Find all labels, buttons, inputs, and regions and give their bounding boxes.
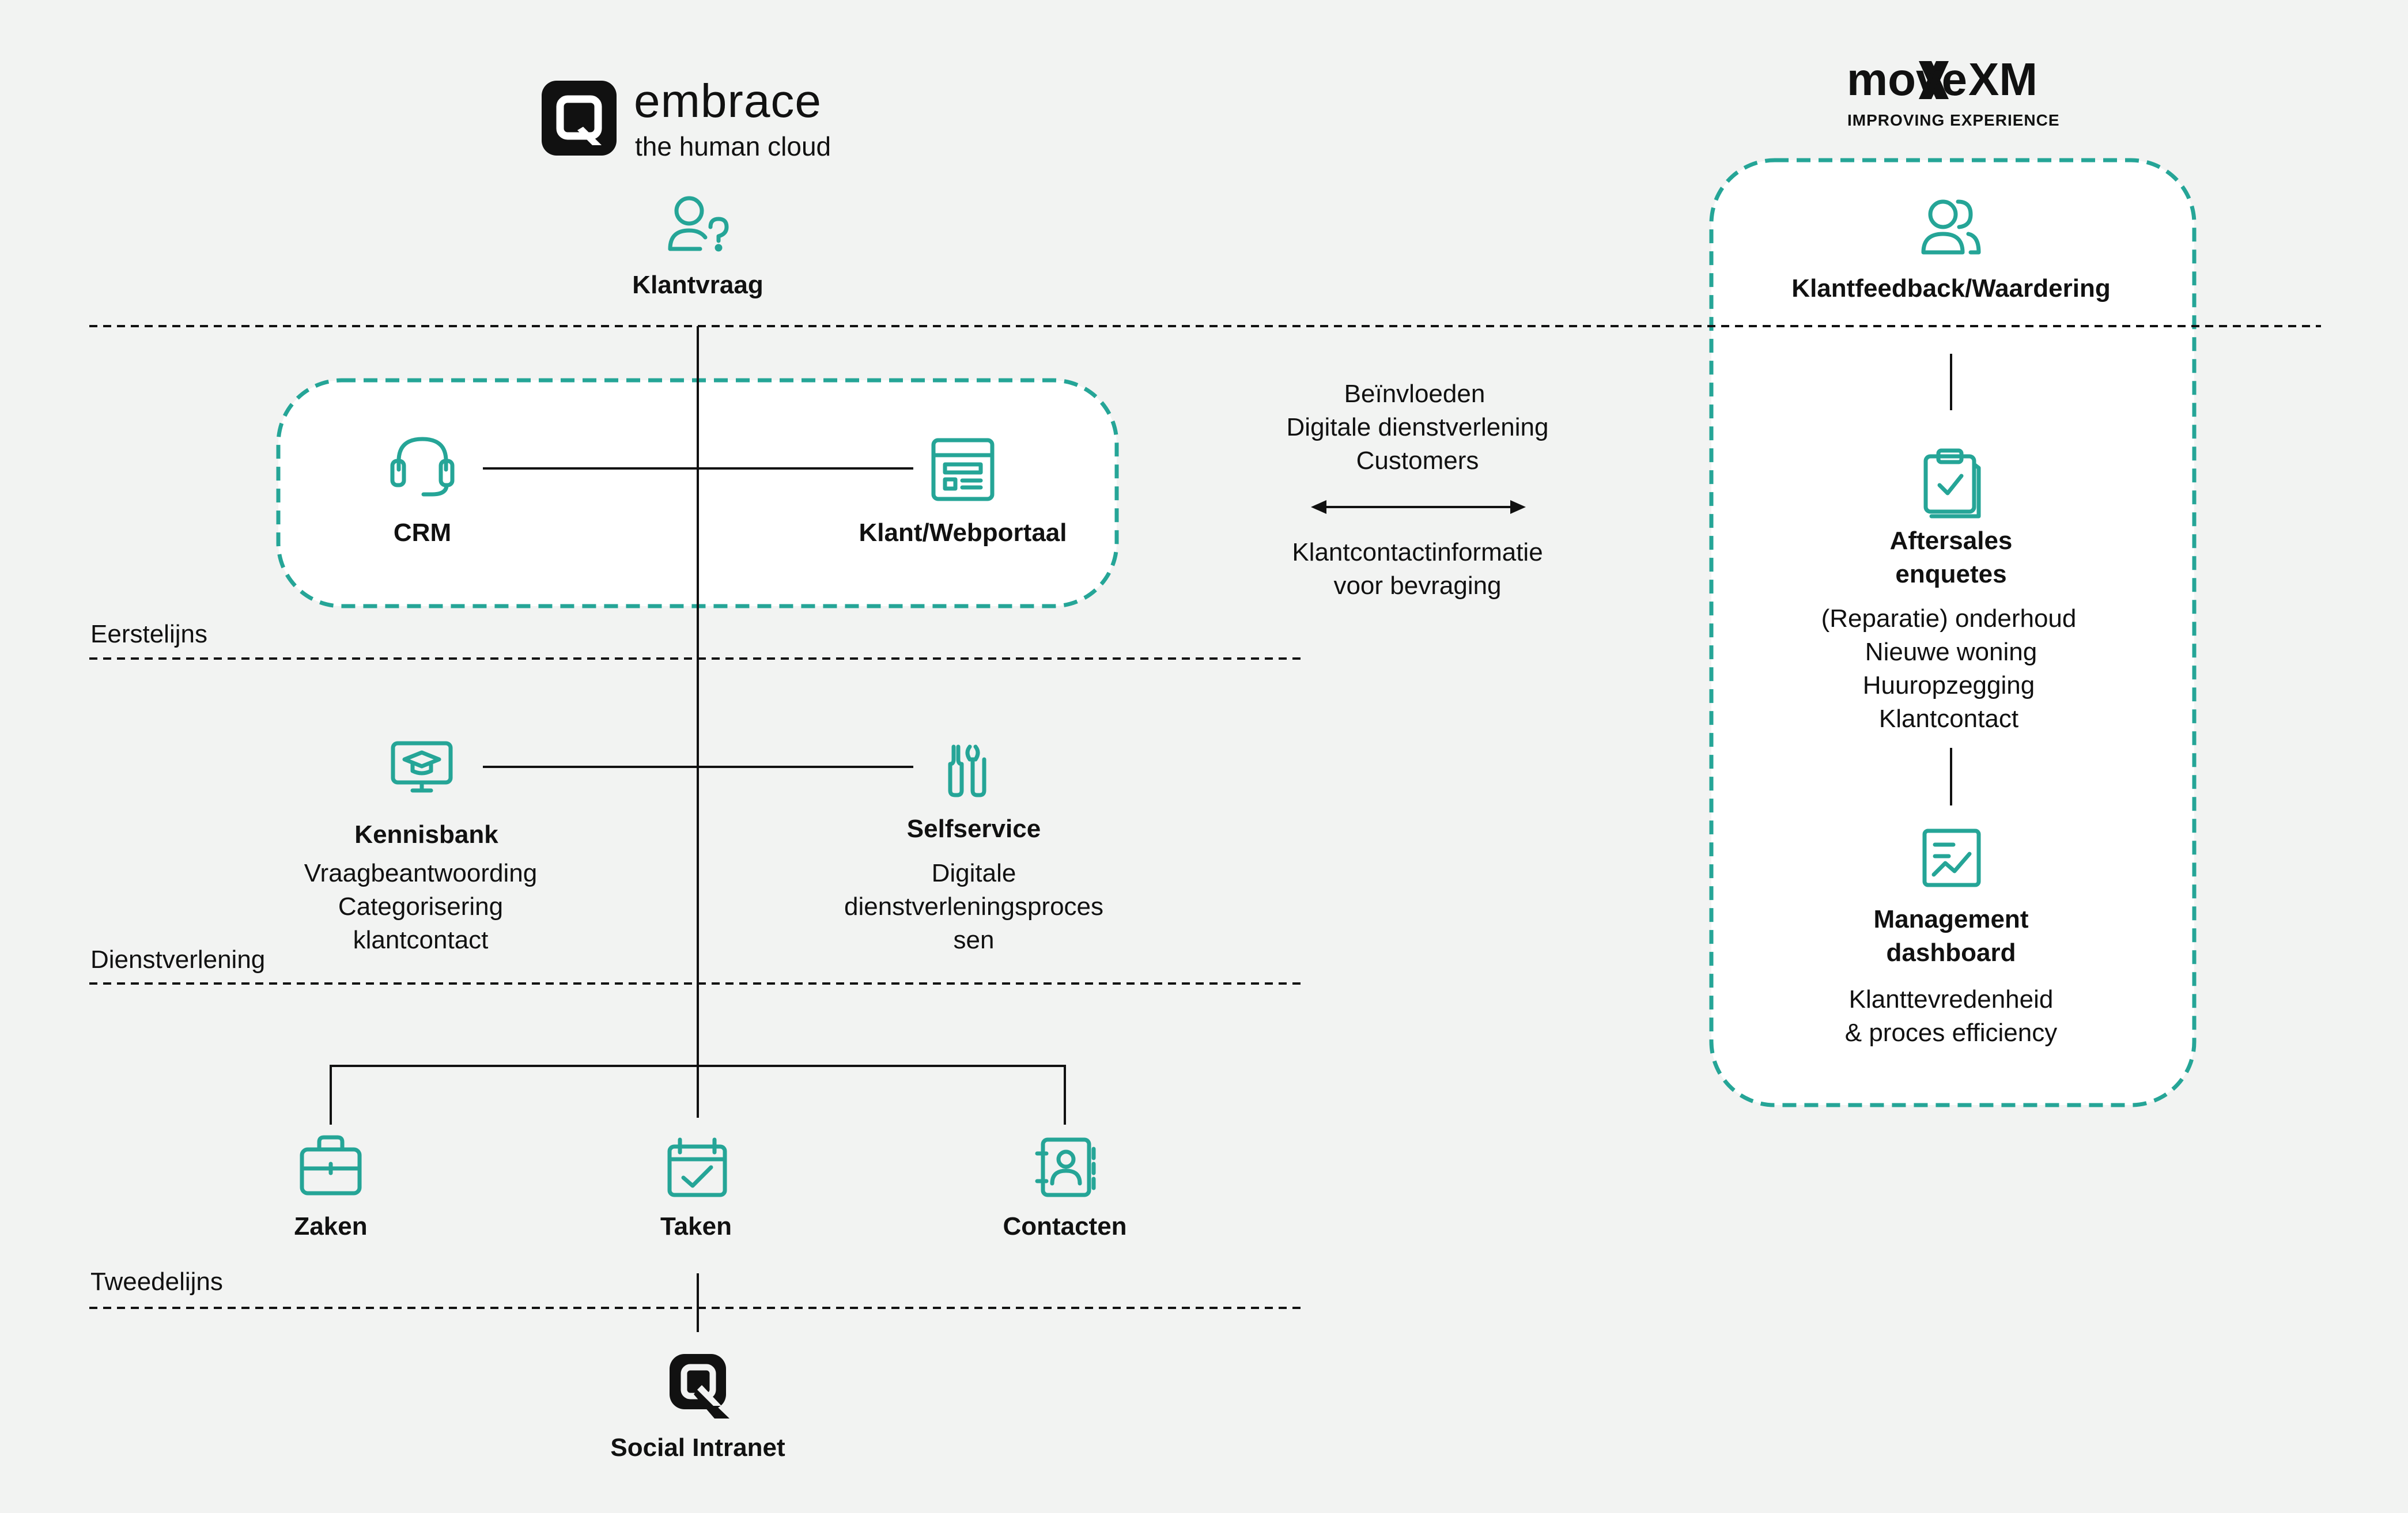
middle-bottom-line-2: voor bevraging bbox=[1333, 572, 1502, 600]
address-book-icon bbox=[1035, 1137, 1096, 1197]
selfservice-line-3: sen bbox=[953, 926, 995, 954]
aftersales-line-2: Nieuwe woning bbox=[1865, 638, 2037, 666]
lane-eerstelijns: Eerstelijns bbox=[90, 620, 207, 648]
dashboard-label-1: Management bbox=[1873, 905, 2029, 933]
lane-dienstverlening: Dienstverlening bbox=[90, 945, 266, 974]
person-question-icon bbox=[668, 196, 729, 252]
dashboard-line-2: & proces efficiency bbox=[1844, 1019, 2058, 1047]
movexm-name-part1: move bbox=[1847, 54, 1967, 105]
embrace-name: embrace bbox=[634, 75, 822, 127]
social-intranet-logo-icon bbox=[670, 1354, 729, 1419]
embrace-tagline: the human cloud bbox=[635, 131, 831, 161]
crm-label: CRM bbox=[393, 519, 452, 547]
calendar-check-icon bbox=[667, 1137, 727, 1197]
middle-top-line-3: Customers bbox=[1356, 447, 1479, 475]
connectors bbox=[330, 326, 1952, 1332]
selfservice-label: Selfservice bbox=[906, 815, 1041, 843]
kennisbank-line-1: Vraagbeantwoording bbox=[304, 859, 538, 887]
clipboard-check-icon bbox=[1923, 448, 1981, 519]
social-intranet-label: Social Intranet bbox=[610, 1433, 785, 1462]
kennisbank-label: Kennisbank bbox=[354, 820, 498, 849]
monitor-graduation-icon bbox=[391, 741, 453, 793]
dashboard-line-1: Klanttevredenheid bbox=[1848, 985, 2054, 1013]
kennisbank-line-3: klantcontact bbox=[353, 926, 489, 954]
headset-icon bbox=[390, 437, 455, 497]
middle-top-line-2: Digitale dienstverlening bbox=[1286, 413, 1549, 441]
selfservice-line-2: dienstverleningsproces bbox=[844, 892, 1104, 921]
briefcase-icon bbox=[300, 1135, 362, 1196]
kennisbank-line-2: Categorisering bbox=[338, 892, 504, 921]
embrace-q-logo-icon bbox=[542, 81, 617, 156]
movexm-tagline: IMPROVING EXPERIENCE bbox=[1847, 111, 2060, 129]
taken-label: Taken bbox=[660, 1212, 732, 1240]
aftersales-line-4: Klantcontact bbox=[1878, 705, 2019, 733]
lane-tweedelijns: Tweedelijns bbox=[90, 1268, 223, 1296]
middle-bottom-line-1: Klantcontactinformatie bbox=[1292, 538, 1543, 566]
aftersales-label-1: Aftersales bbox=[1889, 527, 2013, 555]
double-arrow bbox=[1311, 500, 1526, 514]
dashboard-label-2: dashboard bbox=[1886, 939, 2016, 967]
contacten-label: Contacten bbox=[1003, 1212, 1127, 1240]
zaken-label: Zaken bbox=[294, 1212, 368, 1240]
webportaal-label: Klant/Webportaal bbox=[859, 519, 1067, 547]
aftersales-line-3: Huuropzegging bbox=[1862, 671, 2035, 699]
webpage-icon bbox=[931, 438, 995, 501]
people-icon bbox=[1921, 199, 1981, 255]
klantvraag-label: Klantvraag bbox=[632, 271, 763, 299]
selfservice-line-1: Digitale bbox=[931, 859, 1016, 887]
movexm-x-mark bbox=[1908, 61, 1949, 99]
movexm-name: moveXM bbox=[1847, 53, 2037, 106]
tools-icon bbox=[948, 744, 986, 797]
movexm-group-box bbox=[1709, 158, 2197, 1107]
chart-icon bbox=[1922, 829, 1981, 887]
aftersales-label-2: enquetes bbox=[1895, 560, 2007, 588]
movexm-name-part2: XM bbox=[1968, 54, 2037, 105]
middle-top-line-1: Beïnvloeden bbox=[1344, 380, 1485, 408]
klantfeedback-label: Klantfeedback/Waardering bbox=[1791, 274, 2111, 302]
aftersales-line-1: (Reparatie) onderhoud bbox=[1821, 604, 2077, 633]
